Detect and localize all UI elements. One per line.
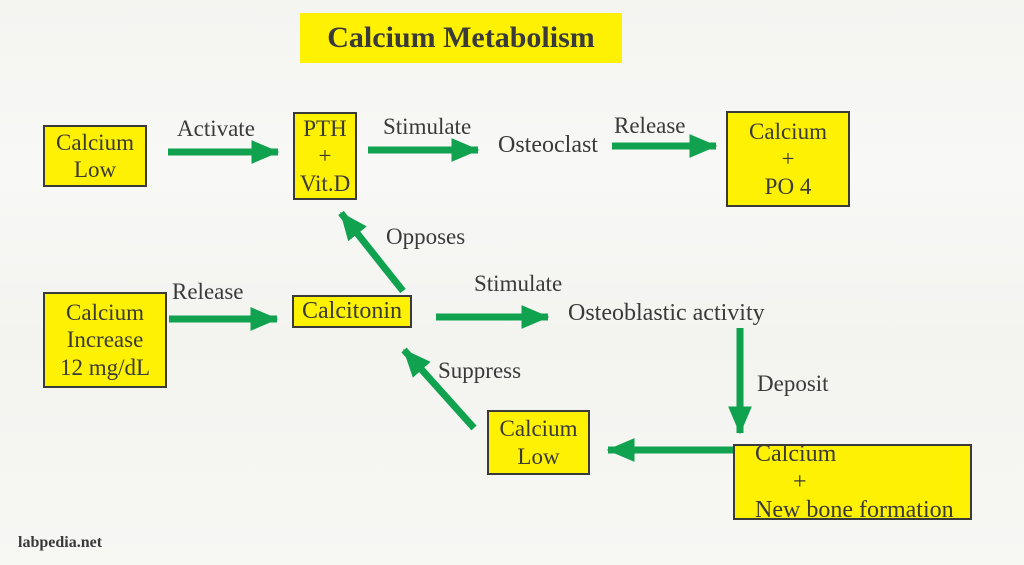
node-line: Calcium [56,129,134,155]
node-line: + [793,468,807,495]
node-calcium-low-bottom: Calcium Low [487,410,590,475]
label-release-mid: Release [172,279,244,304]
label-suppress: Suppress [438,358,522,383]
label-deposit: Deposit [757,371,829,396]
watermark-labpedia: labpedia.net [18,534,103,551]
node-line: Calcium [499,416,578,442]
node-line: + [318,143,332,169]
node-line: + [781,146,795,172]
node-calcitonin: Calcitonin [292,295,412,328]
node-calcium-po4: Calcium + PO 4 [726,111,850,207]
node-new-bone-formation: Calcium + New bone formation [733,441,972,523]
label-activate: Activate [177,116,255,141]
label-stimulate-mid: Stimulate [474,271,563,296]
node-osteoclast: Osteoclast [498,132,598,158]
node-line: Calcium [66,300,144,326]
label-stimulate-top: Stimulate [383,114,472,139]
node-line: PO 4 [764,173,812,199]
node-line: PTH [303,116,347,142]
node-line: Low [73,157,117,182]
node-osteoblastic-activity: Osteoblastic activity [568,300,765,326]
node-calcium-low-top: Calcium Low [43,125,147,187]
node-line: Calcitonin [302,298,402,325]
node-line: Low [517,443,560,469]
arrow-opposes [338,210,406,294]
node-line: New bone formation [755,497,954,524]
node-line: Calcium [749,119,827,145]
node-calcium-increase: Calcium Increase 12 mg/dL [43,292,167,388]
diagram-title: Calcium Metabolism [300,13,622,63]
label-opposes: Opposes [386,224,466,249]
arrow-suppress [401,347,477,431]
node-line: Vit.D [299,170,351,196]
label-release-top: Release [614,113,686,138]
node-line: 12 mg/dL [59,354,151,380]
node-pth-vitd: PTH + Vit.D [293,112,357,200]
node-line: Increase [66,327,144,353]
node-line: Calcium [755,440,837,467]
